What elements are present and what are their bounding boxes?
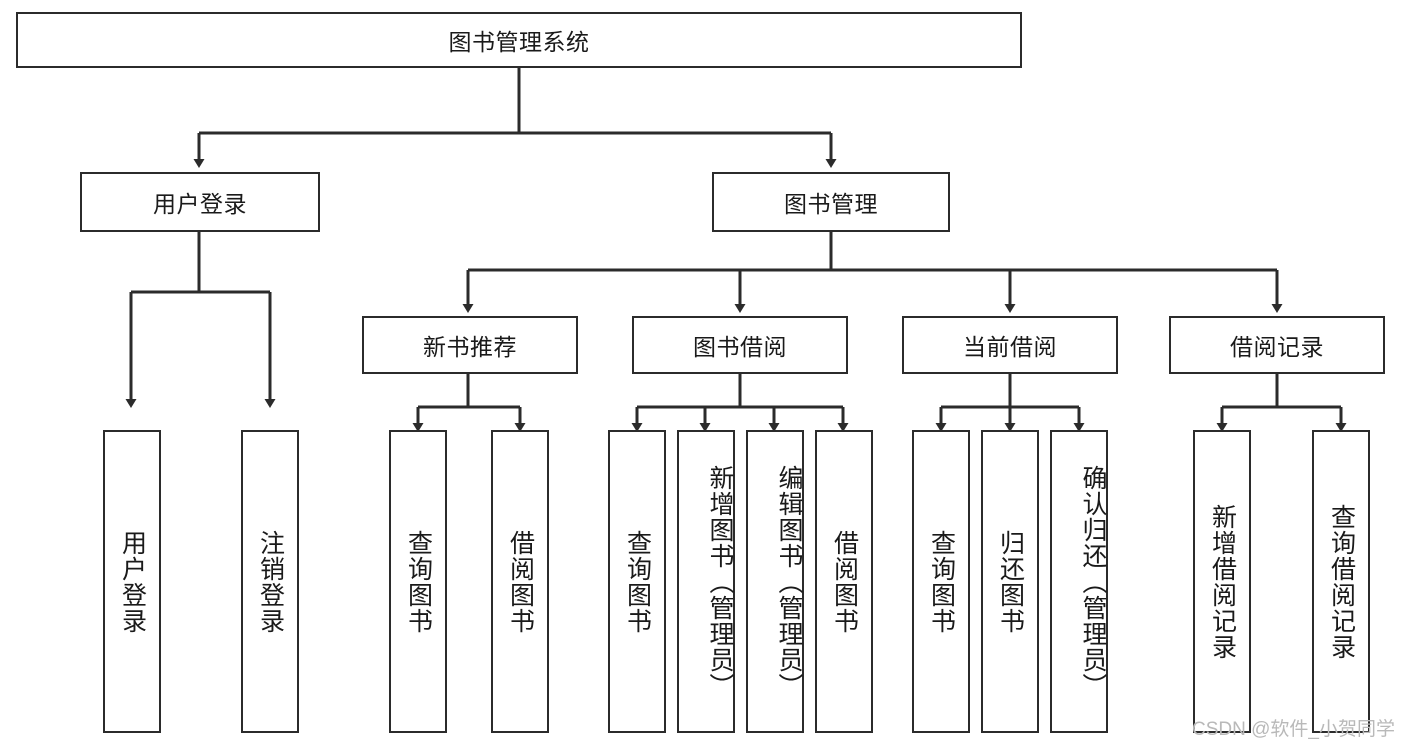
node-leaf-borrow-book-label: 借阅图书 <box>830 529 859 634</box>
node-leaf-return-book-label: 归还图书 <box>996 529 1025 634</box>
node-leaf-add-book-admin-label: 新增图书（管理员） <box>706 464 734 699</box>
node-root-label: 图书管理系统 <box>448 29 590 55</box>
node-leaf-logout-label: 注销登录 <box>256 529 285 634</box>
node-book-management-label: 图书管理 <box>784 191 878 217</box>
node-leaf-confirm-return-admin-label: 确认归还（管理员） <box>1079 464 1107 699</box>
node-book-borrow-label: 图书借阅 <box>693 334 787 360</box>
node-leaf-add-borrow-record-label: 新增借阅记录 <box>1208 503 1237 660</box>
node-root[interactable]: 图书管理系统 <box>16 12 1022 68</box>
node-leaf-add-borrow-record[interactable]: 新增借阅记录 <box>1193 430 1251 733</box>
node-leaf-edit-book-admin[interactable]: 编辑图书（管理员） <box>746 430 804 733</box>
node-borrow-record-label: 借阅记录 <box>1230 334 1324 360</box>
node-leaf-edit-book-admin-label: 编辑图书（管理员） <box>775 464 803 699</box>
node-new-book-recommend[interactable]: 新书推荐 <box>362 316 578 374</box>
node-leaf-logout[interactable]: 注销登录 <box>241 430 299 733</box>
node-leaf-borrow-book-new[interactable]: 借阅图书 <box>491 430 549 733</box>
node-leaf-user-login[interactable]: 用户登录 <box>103 430 161 733</box>
node-leaf-query-book-current[interactable]: 查询图书 <box>912 430 970 733</box>
node-user-login-label: 用户登录 <box>153 191 247 217</box>
node-leaf-query-book-borrow-label: 查询图书 <box>623 529 652 634</box>
node-book-borrow[interactable]: 图书借阅 <box>632 316 848 374</box>
node-leaf-borrow-book-new-label: 借阅图书 <box>506 529 535 634</box>
node-leaf-confirm-return-admin[interactable]: 确认归还（管理员） <box>1050 430 1108 733</box>
node-leaf-query-borrow-record[interactable]: 查询借阅记录 <box>1312 430 1370 733</box>
node-leaf-query-book-current-label: 查询图书 <box>927 529 956 634</box>
node-borrow-record[interactable]: 借阅记录 <box>1169 316 1385 374</box>
node-new-book-recommend-label: 新书推荐 <box>423 334 517 360</box>
node-leaf-borrow-book[interactable]: 借阅图书 <box>815 430 873 733</box>
watermark: CSDN @软件_小贺同学 <box>1192 719 1395 740</box>
node-current-borrow[interactable]: 当前借阅 <box>902 316 1118 374</box>
node-leaf-query-book-borrow[interactable]: 查询图书 <box>608 430 666 733</box>
node-leaf-query-borrow-record-label: 查询借阅记录 <box>1327 503 1356 660</box>
node-leaf-query-book-new-label: 查询图书 <box>404 529 433 634</box>
node-leaf-return-book[interactable]: 归还图书 <box>981 430 1039 733</box>
node-user-login[interactable]: 用户登录 <box>80 172 320 232</box>
node-leaf-query-book-new[interactable]: 查询图书 <box>389 430 447 733</box>
node-book-management[interactable]: 图书管理 <box>712 172 950 232</box>
node-leaf-add-book-admin[interactable]: 新增图书（管理员） <box>677 430 735 733</box>
node-leaf-user-login-label: 用户登录 <box>118 529 147 634</box>
node-current-borrow-label: 当前借阅 <box>963 334 1057 360</box>
